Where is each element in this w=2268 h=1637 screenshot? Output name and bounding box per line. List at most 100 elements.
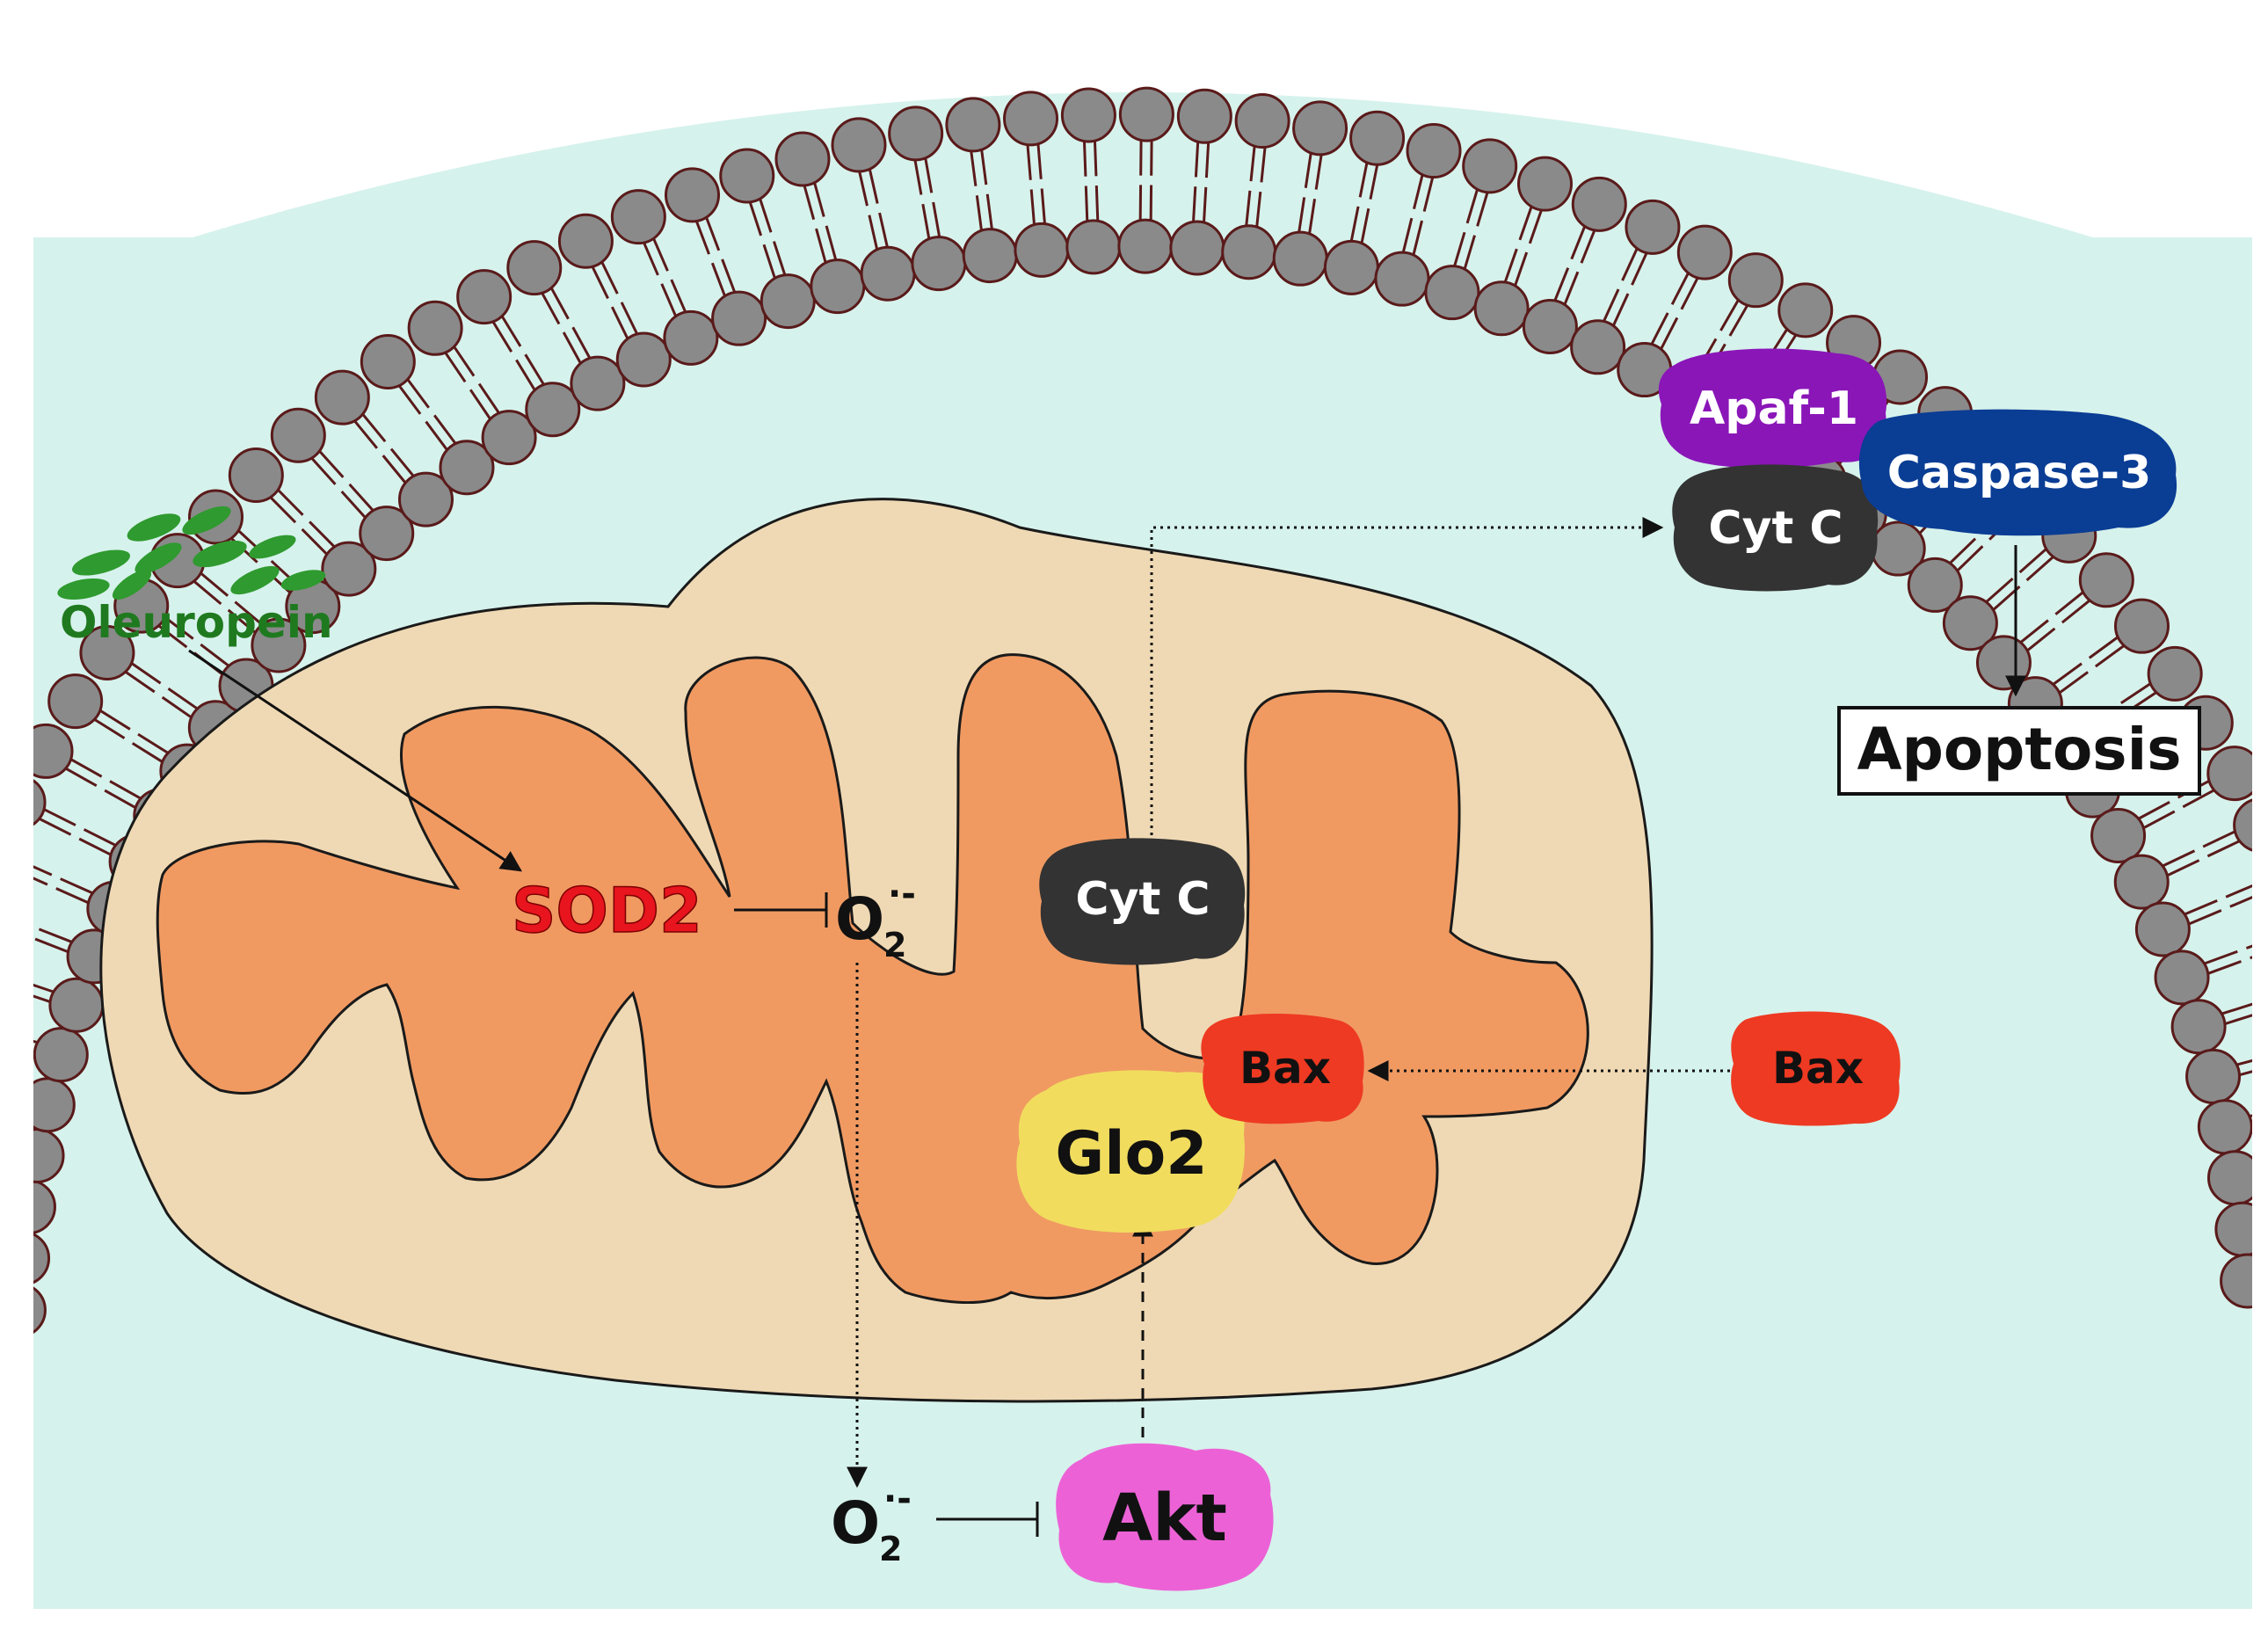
lipid-tail [2207,960,2242,975]
lipid-tail [985,193,993,229]
lipid-tail [1093,141,1098,177]
svg-text:·-: ·- [888,874,916,914]
superoxide-inner: O 2 ·- [835,874,916,964]
lipid-head [2078,552,2134,608]
lipid-tail [1465,189,1479,224]
cytc-outer-label: Cyt C [1708,502,1843,555]
lipid-tail [975,195,983,230]
lipid-head [1570,319,1626,375]
lipid-tail [0,1193,4,1198]
lipid-head [1907,557,1963,613]
cytc-inner-blob [1039,838,1246,965]
lipid-tail [643,242,659,276]
lipid-tail [550,287,570,320]
lipid-tail [2221,1002,2252,1015]
lipid-tail [0,1149,10,1155]
lipid-tail [921,203,931,239]
lipid-tail [94,718,126,739]
lipid-tail [1412,220,1423,255]
lipid-head [1118,86,1174,142]
lipid-head [1292,100,1348,156]
lipid-tail [1570,226,1586,260]
lipid-head [1060,87,1116,143]
lipid-tail [1728,304,1748,337]
lipid-tail [1314,155,1323,190]
lipid-tail [1563,271,1580,305]
lipid-head [1234,93,1290,149]
lipid-tail [83,828,116,847]
cytc-inner-label: Cyt C [1075,873,1210,926]
oleuropein-to-sod2-arrow [188,649,523,872]
lipid-tail [868,169,879,204]
lipid-tail [748,201,763,236]
lipid-tail [131,662,162,685]
lipid-tail [1660,316,1679,350]
lipid-tail [318,450,345,478]
lipid-tail [137,732,169,754]
lipid-tail [2184,899,2218,916]
lipid-head [774,131,831,187]
superoxide-outer: O 2 ·- [831,1479,912,1568]
lipid-tail [858,171,869,207]
cytc-outer-blob [1672,464,1879,592]
lipid-tail [1631,252,1648,286]
bax-inner-label: Bax [1239,1043,1331,1094]
svg-text:O: O [831,1489,880,1557]
lipid-tail [1094,186,1100,221]
lipid-tail [125,671,156,694]
apaf1-label: Apaf-1 [1690,382,1858,435]
lipid-tail [348,483,374,512]
lipid-tail [1298,197,1306,232]
lipid-tail [591,266,609,300]
lipid-tail [39,818,72,836]
lipid-tail [33,983,54,993]
lipid-head [228,447,284,504]
lipid-head [911,236,967,292]
lipid-tail [1476,192,1489,227]
sod2-label: SOD2 [512,875,702,947]
lipid-tail [1036,144,1043,179]
lipid-tail [398,385,422,415]
lipid-tail [710,262,726,296]
lipid-tail [562,331,582,364]
lipid-head [33,779,47,826]
lipid-head [525,382,581,438]
lipid-tail [1308,199,1317,234]
lipid-tail [43,808,76,826]
lipid-head [48,977,105,1033]
lipid-head [2185,1048,2242,1104]
lipid-tail [2250,1114,2252,1118]
lipid-head [506,240,563,296]
lipid-head [1272,230,1328,287]
lipid-head [251,617,307,673]
lipid-tail [2018,548,2047,574]
lipid-tail [501,316,522,347]
lipid-tail [705,217,721,251]
lipid-head [719,148,775,204]
lipid-tail [2182,789,2214,809]
lipid-tail [932,201,941,237]
lipid-tail [772,241,787,275]
lipid-tail [670,279,687,313]
lipid-tail [361,413,387,443]
lipid-tail [33,1039,38,1044]
lipid-tail [200,643,229,667]
lipid-tail [2202,830,2235,848]
lipid-tail [1453,231,1466,266]
oleuropein-leaves-icon [57,506,326,600]
lipid-tail [1249,146,1256,182]
cytc-release-arrow [1150,517,1664,835]
lipid-head [2170,999,2227,1055]
lipid-head [1462,138,1518,194]
apaf1-blob [1658,348,1887,469]
lipid-tail [277,489,304,516]
lipid-head [2220,1253,2252,1309]
lipid-head [2147,645,2203,702]
apoptosis-box [1837,706,2201,796]
lipid-head [1065,219,1122,275]
lipid-tail [2026,627,2056,651]
lipid-head [2113,854,2170,910]
lipid-head [1349,110,1406,166]
lipid-tail [310,457,337,485]
